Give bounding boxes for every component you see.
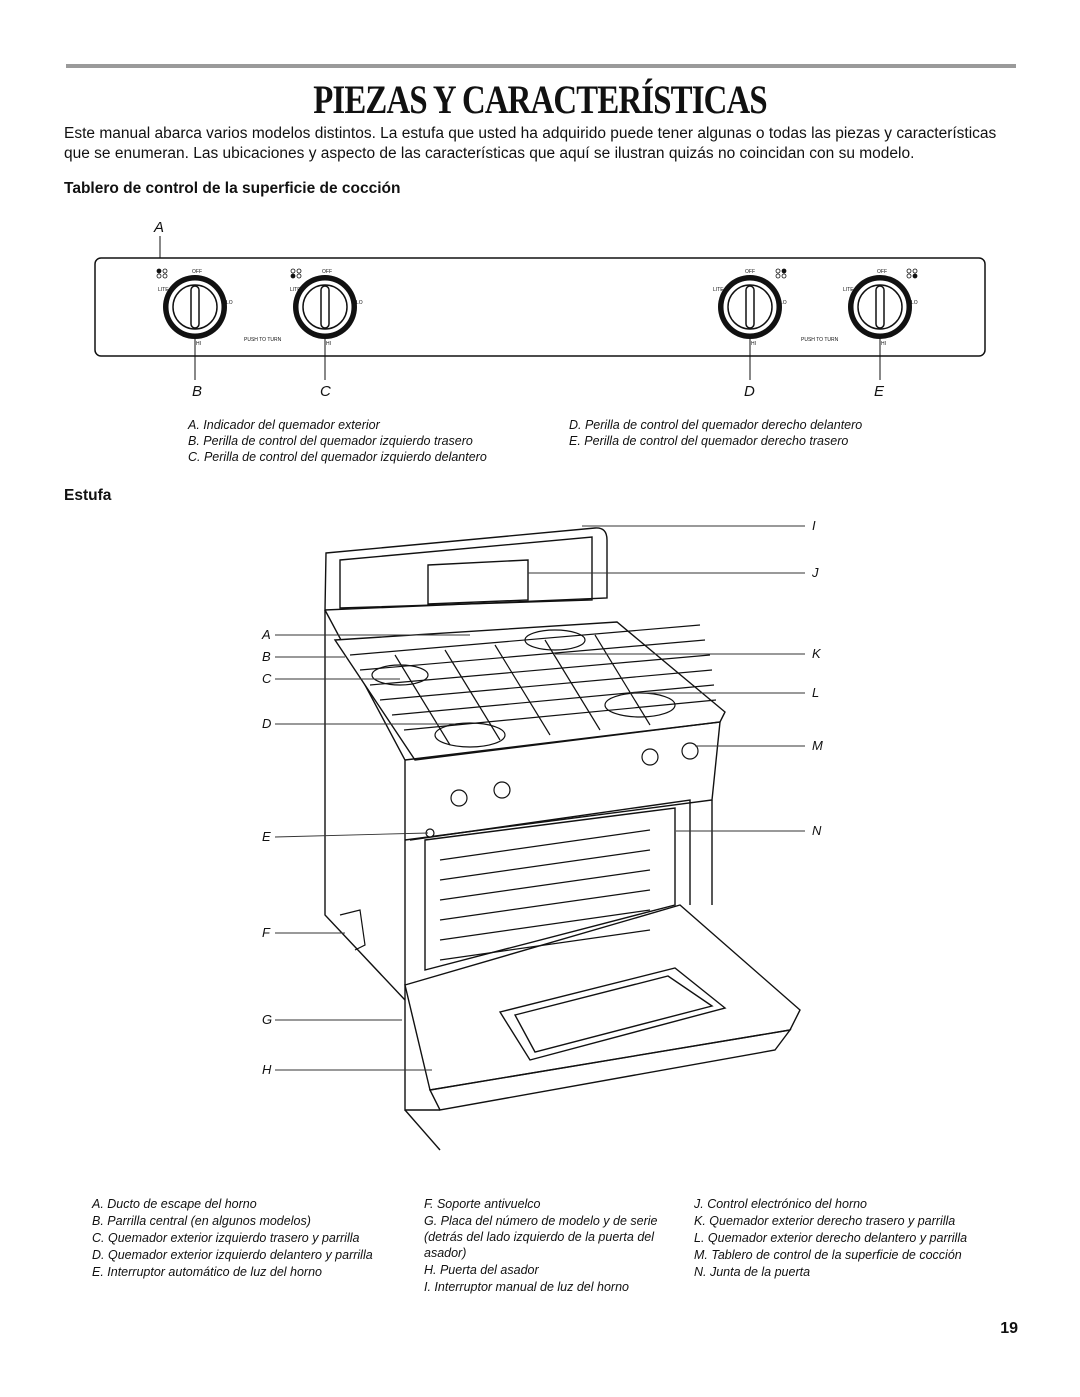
caption-item: C. Perilla de control del quemador izqui… xyxy=(188,450,487,464)
caption-item: A. Indicador del quemador exterior xyxy=(188,418,380,432)
burner-indicator-icons xyxy=(156,268,918,279)
fig2-label-e: E xyxy=(262,829,271,844)
range-captions-col1: A. Ducto de escape del horno B. Parrilla… xyxy=(92,1196,402,1280)
svg-text:LO: LO xyxy=(911,300,918,306)
top-rule xyxy=(66,64,1016,68)
svg-text:PUSH TO TURN: PUSH TO TURN xyxy=(801,337,839,343)
svg-text:LITE: LITE xyxy=(290,287,301,293)
fig2-label-c: C xyxy=(262,671,272,686)
svg-text:LITE: LITE xyxy=(158,287,169,293)
control-panel-figure: A OFF OFF OFF OFF LITE LITE LITE LITE LO xyxy=(94,219,986,400)
caption-item: I. Interruptor manual de luz del horno xyxy=(424,1280,629,1294)
knob-d xyxy=(718,275,782,339)
caption-item: G. Placa del número de modelo y de serie… xyxy=(424,1214,658,1260)
caption-item: F. Soporte antivuelco xyxy=(424,1197,541,1211)
knob-b xyxy=(163,275,227,339)
range-captions-col3: J. Control electrónico del horno K. Quem… xyxy=(694,1196,1019,1280)
svg-text:LO: LO xyxy=(226,300,233,306)
knob-e xyxy=(848,275,912,339)
svg-text:LO: LO xyxy=(780,300,787,306)
caption-item: E. Interruptor automático de luz del hor… xyxy=(92,1265,322,1279)
caption-item: B. Parrilla central (en algunos modelos) xyxy=(92,1214,311,1228)
control-captions-right: D. Perilla de control del quemador derec… xyxy=(569,417,862,449)
fig2-label-j: J xyxy=(811,565,819,580)
section-heading-control-panel: Tablero de control de la superficie de c… xyxy=(64,180,401,197)
fig2-label-b: B xyxy=(262,649,271,664)
caption-item: K. Quemador exterior derecho trasero y p… xyxy=(694,1214,956,1228)
fig1-label-c: C xyxy=(320,383,331,400)
fig2-label-n: N xyxy=(812,823,822,838)
caption-item: B. Perilla de control del quemador izqui… xyxy=(188,434,473,448)
fig1-label-a: A xyxy=(153,219,164,236)
svg-text:PUSH TO TURN: PUSH TO TURN xyxy=(244,337,282,343)
knob-c xyxy=(293,275,357,339)
fig1-label-b: B xyxy=(192,383,202,400)
intro-paragraph: Este manual abarca varios modelos distin… xyxy=(64,125,997,162)
caption-item: A. Ducto de escape del horno xyxy=(92,1197,257,1211)
caption-item: D. Quemador exterior izquierdo delantero… xyxy=(92,1248,373,1262)
fig2-label-a: A xyxy=(261,627,271,642)
svg-text:LITE: LITE xyxy=(713,287,724,293)
svg-text:LO: LO xyxy=(356,300,363,306)
fig2-label-l: L xyxy=(812,685,819,700)
svg-text:HI: HI xyxy=(881,341,886,347)
caption-item: D. Perilla de control del quemador derec… xyxy=(569,418,863,432)
fig2-label-m: M xyxy=(812,738,823,753)
fig1-label-d: D xyxy=(744,383,755,400)
caption-item: J. Control electrónico del horno xyxy=(694,1197,868,1211)
caption-item: C. Quemador exterior izquierdo trasero y… xyxy=(92,1231,360,1245)
fig2-label-g: G xyxy=(262,1012,272,1027)
control-captions-left: A. Indicador del quemador exterior B. Pe… xyxy=(188,417,487,465)
range-captions-col2: F. Soporte antivuelco G. Placa del númer… xyxy=(424,1196,679,1295)
page-title: PIEZAS Y CARACTERÍSTICAS xyxy=(313,77,767,122)
section-heading-estufa: Estufa xyxy=(64,487,112,504)
caption-item: M. Tablero de control de la superficie d… xyxy=(694,1248,962,1262)
fig2-label-d: D xyxy=(262,716,271,731)
svg-text:OFF: OFF xyxy=(745,269,755,275)
svg-text:OFF: OFF xyxy=(322,269,332,275)
svg-text:OFF: OFF xyxy=(877,269,887,275)
svg-text:HI: HI xyxy=(326,341,331,347)
svg-text:LITE: LITE xyxy=(843,287,854,293)
svg-text:HI: HI xyxy=(751,341,756,347)
fig2-label-i: I xyxy=(812,518,816,533)
caption-item: E. Perilla de control del quemador derec… xyxy=(569,434,849,448)
fig1-label-e: E xyxy=(874,383,885,400)
fig2-label-h: H xyxy=(262,1062,272,1077)
fig2-label-f: F xyxy=(262,925,271,940)
svg-text:HI: HI xyxy=(196,341,201,347)
page-number: 19 xyxy=(1000,1320,1018,1337)
caption-item: H. Puerta del asador xyxy=(424,1263,539,1277)
caption-item: L. Quemador exterior derecho delantero y… xyxy=(694,1231,968,1245)
fig2-label-k: K xyxy=(812,646,822,661)
svg-text:OFF: OFF xyxy=(192,269,202,275)
caption-item: N. Junta de la puerta xyxy=(694,1265,811,1279)
